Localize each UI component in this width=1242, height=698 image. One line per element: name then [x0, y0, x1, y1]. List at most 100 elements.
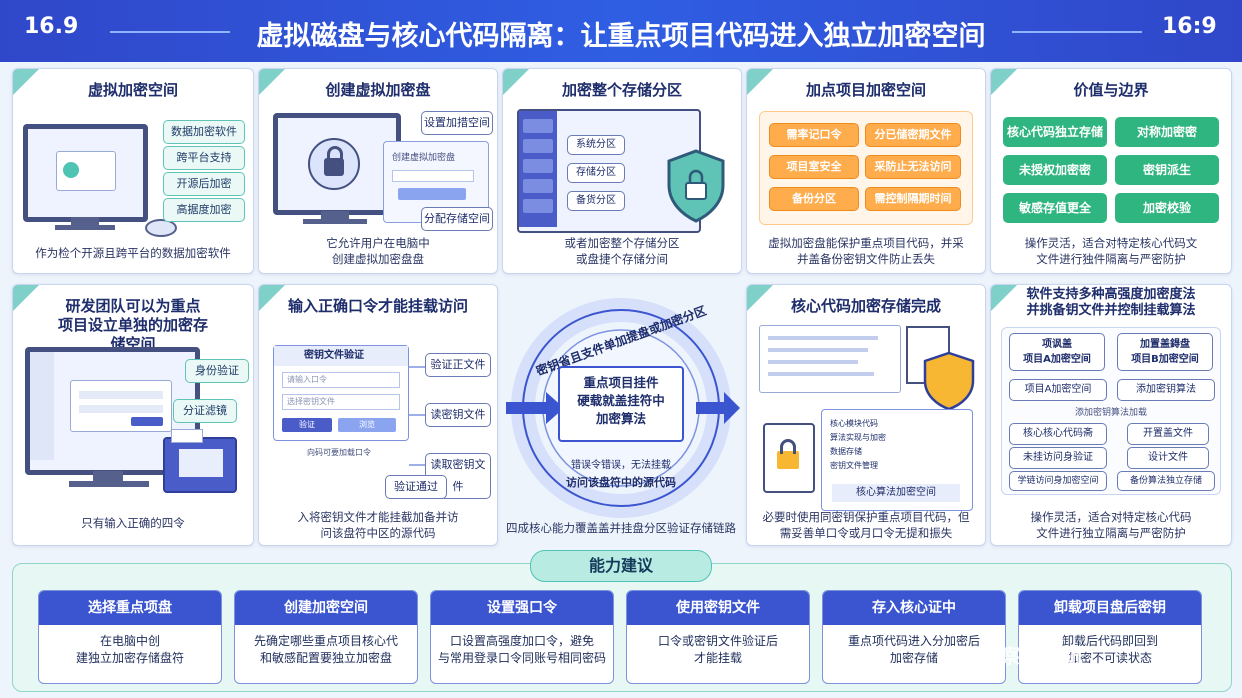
panel-title: 研发团队可以为重点 项目设立单独的加密存 储空间: [57, 297, 208, 353]
panel-corner: [13, 69, 39, 95]
center-caption: 四成核心能力覆盖盖并挂盘分区验证存储链路: [506, 521, 736, 535]
window-field: [392, 170, 474, 182]
list-item: 算法实现与加密: [830, 433, 886, 442]
right-ratio-badge: 16:9: [1162, 14, 1217, 39]
panel-corner: [259, 69, 285, 95]
card-body: 卸载后代码即回到 加密不可读状态: [1061, 634, 1158, 665]
panel-create-virtual-disk: 创建虚拟加密盘 创建虚拟加密盘 设置加措空间 分配存储空间 它允许用户在电脑中 …: [258, 68, 498, 274]
panel-caption: 入将密钥文件才能挂截加备并访 问该盘符中区的源代码: [297, 510, 459, 540]
chip: 备份分区: [769, 187, 859, 211]
panel-caption: 或者加密整个存储分区 或盘捷个存储分间: [564, 236, 680, 266]
card-body: 口令或密钥文件验证后 才能挂载: [657, 634, 778, 665]
diagram-box: 加置盖鍀盘 项目B加密空间: [1117, 333, 1213, 371]
chip: 分证滤镜: [173, 399, 237, 423]
recommendation-card: 选择重点项盘 在电脑中创 建独立加密存储盘符: [38, 590, 222, 684]
panel-corner: [991, 69, 1017, 95]
ring-label-bottom-2: 访问该盘符中的源代码: [566, 476, 676, 489]
monitor-base: [303, 219, 367, 224]
panel-title: 虚拟加密空间: [87, 81, 178, 99]
monitor-icon: [23, 124, 148, 222]
card-heading: 创建加密空间: [235, 591, 417, 625]
arrow-left: [506, 392, 564, 424]
list-item: 核心模块代码: [830, 419, 878, 428]
card-heading: 使用密钥文件: [627, 591, 809, 625]
chip: 身份验证: [185, 359, 249, 383]
chip: 高据度加密: [163, 198, 245, 222]
recommendation-card: 设置强口令 口设置高强度加口令，避免 与常用登录口令同账号相同密码: [430, 590, 614, 684]
left-ratio-badge: 16.9: [24, 14, 79, 39]
monitor-base: [69, 481, 149, 487]
core-box: 重点项目挂件 硬载就盖挂符中 加密算法: [558, 366, 684, 442]
header-rule-left: [110, 31, 230, 33]
card-body: 在电脑中创 建独立加密存储盘符: [75, 634, 184, 665]
panel-caption: 操作灵活，适合对特定核心代码文 文件进行独件隔离与严密防护: [1024, 236, 1198, 266]
chip: 需率记口令: [769, 123, 859, 147]
monitor-base: [55, 225, 115, 230]
diagram-box: 核心核心代码斋: [1009, 423, 1107, 445]
partition-row: 备货分区: [567, 191, 625, 211]
dialog-title: 密钥文件验证: [274, 346, 408, 366]
ring-label-bottom-1: 错误令错误，无法挂载: [571, 460, 671, 471]
panel-caption: 操作灵活，适合对特定核心代码 文件进行独立隔离与严密防护: [1030, 510, 1192, 540]
dialog-note: 向码可要加载口令: [307, 448, 371, 457]
shield-lock-icon: [667, 149, 725, 223]
monitor-stand: [71, 217, 99, 225]
partition-row: 系统分区: [567, 135, 625, 155]
header-bar: 16.9 虚拟磁盘与核心代码隔离：让重点项目代码进入独立加密空间 16:9: [0, 0, 1242, 62]
panel-title: 加密整个存储分区: [561, 81, 682, 99]
chip: 未授权加密密: [1003, 155, 1107, 185]
monitor-stand: [93, 471, 123, 481]
panel-caption: 它允许用户在电脑中 创建虚拟加密盘盘: [326, 236, 430, 266]
chip: 开源后加密: [163, 172, 245, 196]
card-body: 口设置高强度加口令，避免 与常用登录口令同账号相同密码: [437, 634, 606, 665]
panel-title: 创建虚拟加密盘: [325, 81, 431, 99]
panel-caption: 虚拟加密盘能保护重点项目代码，并采 并盖备份密钥文件防止丢失: [768, 236, 964, 266]
panel-title: 输入正确口令才能挂载访问: [287, 297, 468, 315]
keyfile-field[interactable]: 选择密钥文件: [282, 394, 400, 410]
recommendation-card: 卸载项目盘后密钥 卸载后代码即回到 加密不可读状态: [1018, 590, 1202, 684]
list-item: 密钥文件管理: [830, 461, 878, 470]
panel-team-encrypted-space: 研发团队可以为重点 项目设立单独的加密存 储空间 身份验证 分证滤镜 只有输入正…: [12, 284, 254, 546]
page-title: 虚拟磁盘与核心代码隔离：让重点项目代码进入独立加密空间: [256, 21, 986, 52]
panel-password-mount: 输入正确口令才能挂载访问 密钥文件验证 请输入口令 选择密钥文件 验证 浏览 向…: [258, 284, 498, 546]
flow-connector: [409, 366, 425, 466]
card-heading: 设置强口令: [431, 591, 613, 625]
panel-corner: [991, 285, 1017, 311]
space-label: 核心算法加密空间: [832, 484, 960, 502]
card-heading: 卸载项目盘后密钥: [1019, 591, 1201, 625]
panel-title: 加点项目加密空间: [805, 81, 926, 99]
card-heading: 选择重点项盘: [39, 591, 221, 625]
recommendation-card: 创建加密空间 先确定哪些重点项目核心代 和敏感配置要独立加密盘: [234, 590, 418, 684]
panel-multi-algorithm: 软件支持多种高强度加密度法 并挑备钥文件并控制挂载算法 项讽盖 项目A加密空间 …: [990, 284, 1232, 546]
panel-caption: 只有输入正确的四令: [81, 516, 185, 530]
card-body: 重点项代码进入分加密后 加密存储: [847, 634, 980, 665]
chip: 核心代码独立存储: [1003, 117, 1107, 147]
keyfile-dialog: 密钥文件验证 请输入口令 选择密钥文件 验证 浏览: [273, 345, 409, 441]
code-file-window: [759, 325, 901, 393]
list-item: 数据存储: [830, 447, 862, 456]
recommendations-title: 能力建议: [530, 550, 712, 582]
monitor-stand: [321, 211, 349, 219]
password-field[interactable]: 请输入口令: [282, 372, 400, 388]
panel-caption: 作为检个开源且跨平台的数据加密软件: [35, 246, 231, 260]
diagram-box: 项目A加密空间: [1009, 379, 1107, 401]
lock-icon: [308, 138, 360, 190]
encrypted-space-window: 核心模块代码 算法实现与加密 数据存储 密钥文件管理 核心算法加密空间: [821, 409, 973, 511]
header-rule-right: [1012, 31, 1142, 33]
allocate-space-chip: 分配存储空间: [421, 207, 493, 231]
browse-button[interactable]: 浏览: [338, 418, 396, 432]
diagram-box: 学链访问身加密空间: [1009, 471, 1107, 491]
chip: 验证正文件: [425, 353, 491, 377]
recommendation-card: 存入核心证中 重点项代码进入分加密后 加密存储: [822, 590, 1006, 684]
chip: 项目室安全: [769, 155, 859, 179]
panel-project-encrypted-space: 加点项目加密空间 需率记口令 分已储密期文件 项目室安全 采防止无法访问 备份分…: [746, 68, 986, 274]
panel-value-boundary: 价值与边界 核心代码独立存储 对称加密密 未授权加密密 密钥派生 敏感存值更全 …: [990, 68, 1232, 274]
panel-caption: 必要时使用同密钥保护重点项目代码，但 需妥善单口令或月口令无提和振失: [762, 510, 970, 540]
document-shield-icon: [906, 326, 975, 411]
panel-title: 价值与边界: [1073, 81, 1149, 99]
verify-button[interactable]: 验证: [282, 418, 332, 432]
partition-row: 存储分区: [567, 163, 625, 183]
chip: 读密钥文件: [425, 403, 491, 427]
panel-corner: [259, 285, 285, 311]
panel-core-code-stored: 核心代码加密存储完成 核心模块代码 算法实现与加密 数据存储 密钥文件管理 核心…: [746, 284, 986, 546]
